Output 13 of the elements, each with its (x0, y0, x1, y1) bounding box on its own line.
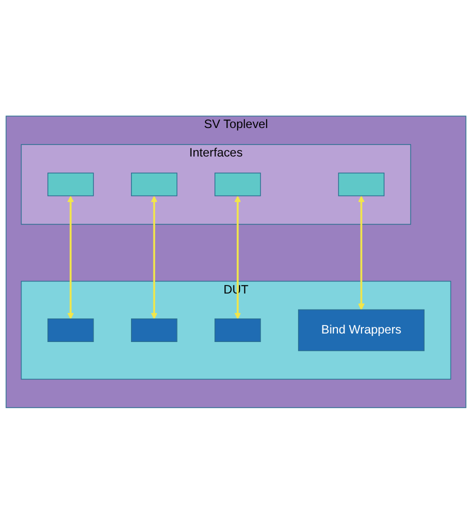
node-box: Bind Wrappers (298, 308, 425, 351)
node-box (47, 318, 94, 342)
cluster: Interfaces (20, 144, 412, 224)
node-box (131, 172, 178, 196)
arrow (358, 195, 365, 310)
node-box (214, 318, 261, 342)
arrow (67, 195, 74, 319)
arrow (234, 195, 242, 319)
node-box (338, 172, 384, 196)
arrow (150, 195, 158, 319)
node-box (214, 172, 261, 196)
node-box (131, 318, 178, 342)
node-box (47, 172, 94, 196)
